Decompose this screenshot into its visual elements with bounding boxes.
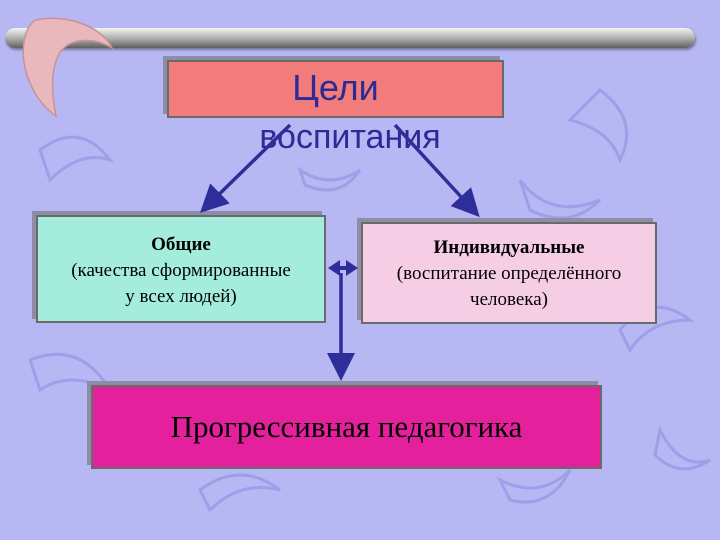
general-goals-line-1: (качества сформированные: [71, 260, 291, 281]
general-goals-line-2: у всех людей): [125, 286, 237, 307]
arrow-to-general: [199, 123, 292, 213]
double-arrow-between-boxes: [328, 260, 358, 276]
individual-goals-line-1: (воспитание определённого: [396, 263, 622, 284]
progressive-pedagogy-box: Прогрессивная педагогика: [91, 385, 602, 469]
title-line-2: воспитания: [259, 118, 441, 156]
boomerang-logo: [22, 17, 114, 118]
arrow-to-individual: [393, 123, 480, 218]
general-goals-heading: Общие: [151, 234, 211, 255]
general-goals-box: Общие (качества сформированные у всех лю…: [36, 215, 326, 323]
progressive-pedagogy-text: Прогрессивная педагогика: [170, 409, 523, 444]
title-box: [167, 60, 504, 118]
individual-goals-box: Индивидуальные (воспитание определённого…: [361, 222, 657, 324]
title-line-1: Цели: [292, 67, 379, 108]
title-bar-decoration: [5, 28, 695, 48]
individual-goals-heading: Индивидуальные: [433, 237, 585, 258]
individual-goals-line-2: человека): [470, 289, 548, 310]
